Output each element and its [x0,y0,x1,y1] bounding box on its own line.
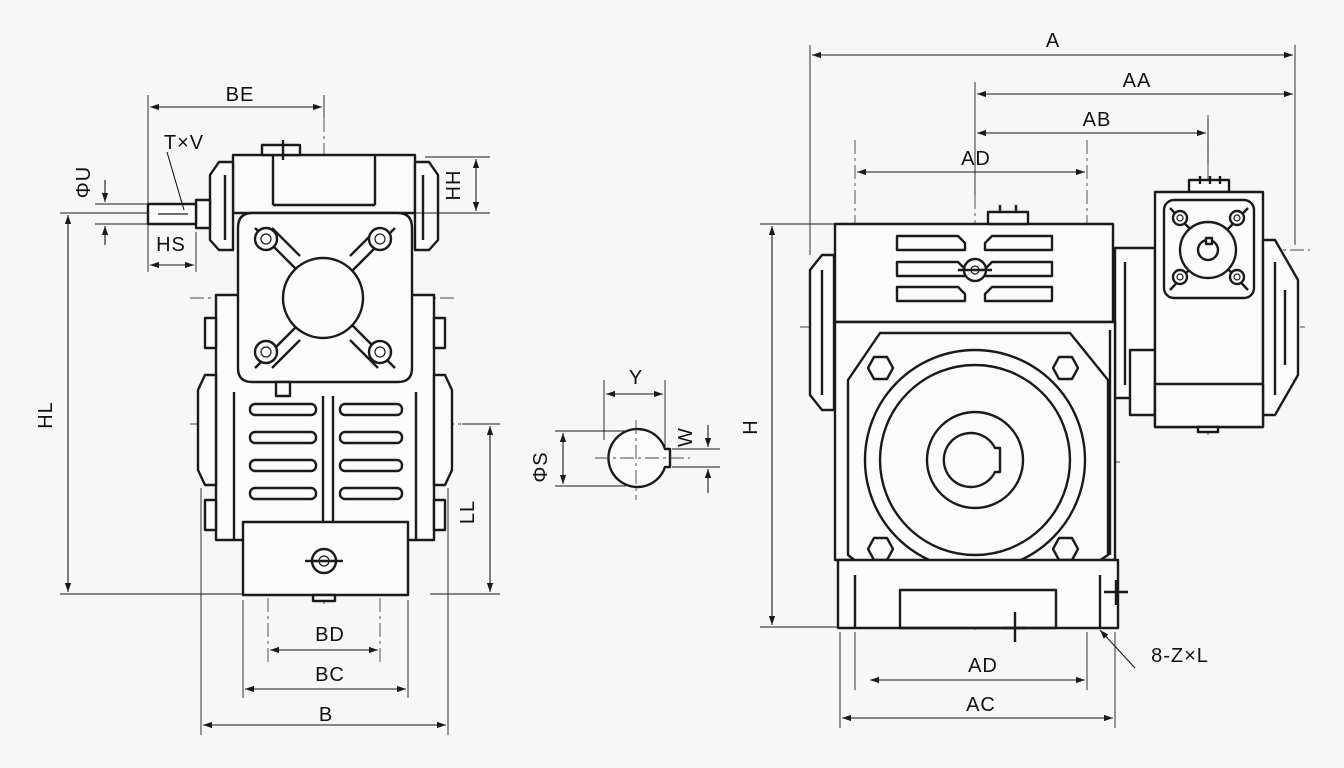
label-w: W [675,427,697,447]
label-a: A [1046,30,1060,52]
label-hs: HS [156,234,186,256]
label-s: ΦS [530,451,552,482]
label-bc: BC [315,664,345,686]
shaft-section-view [555,380,720,500]
dimension-labels: BE T×V ΦU HH HS HL LL BD BC B Y W ΦS A A… [35,30,1209,726]
label-ad-top: AD [961,148,991,170]
label-bd: BD [315,624,345,646]
label-y: Y [629,367,643,389]
label-hh: HH [443,170,465,201]
label-ll: LL [457,500,479,524]
label-u: ΦU [73,166,95,198]
front-view [760,45,1310,728]
label-ac: AC [966,694,996,716]
label-8-z-x-l: 8-Z×L [1151,645,1209,667]
label-hl: HL [35,401,57,429]
label-ad-bottom: AD [968,655,998,677]
label-h: H [740,419,762,434]
label-be: BE [226,84,255,106]
side-view [60,95,500,735]
label-ab: AB [1083,109,1112,131]
label-b: B [319,704,333,726]
label-aa: AA [1123,70,1152,92]
label-t-x-v: T×V [164,132,204,154]
